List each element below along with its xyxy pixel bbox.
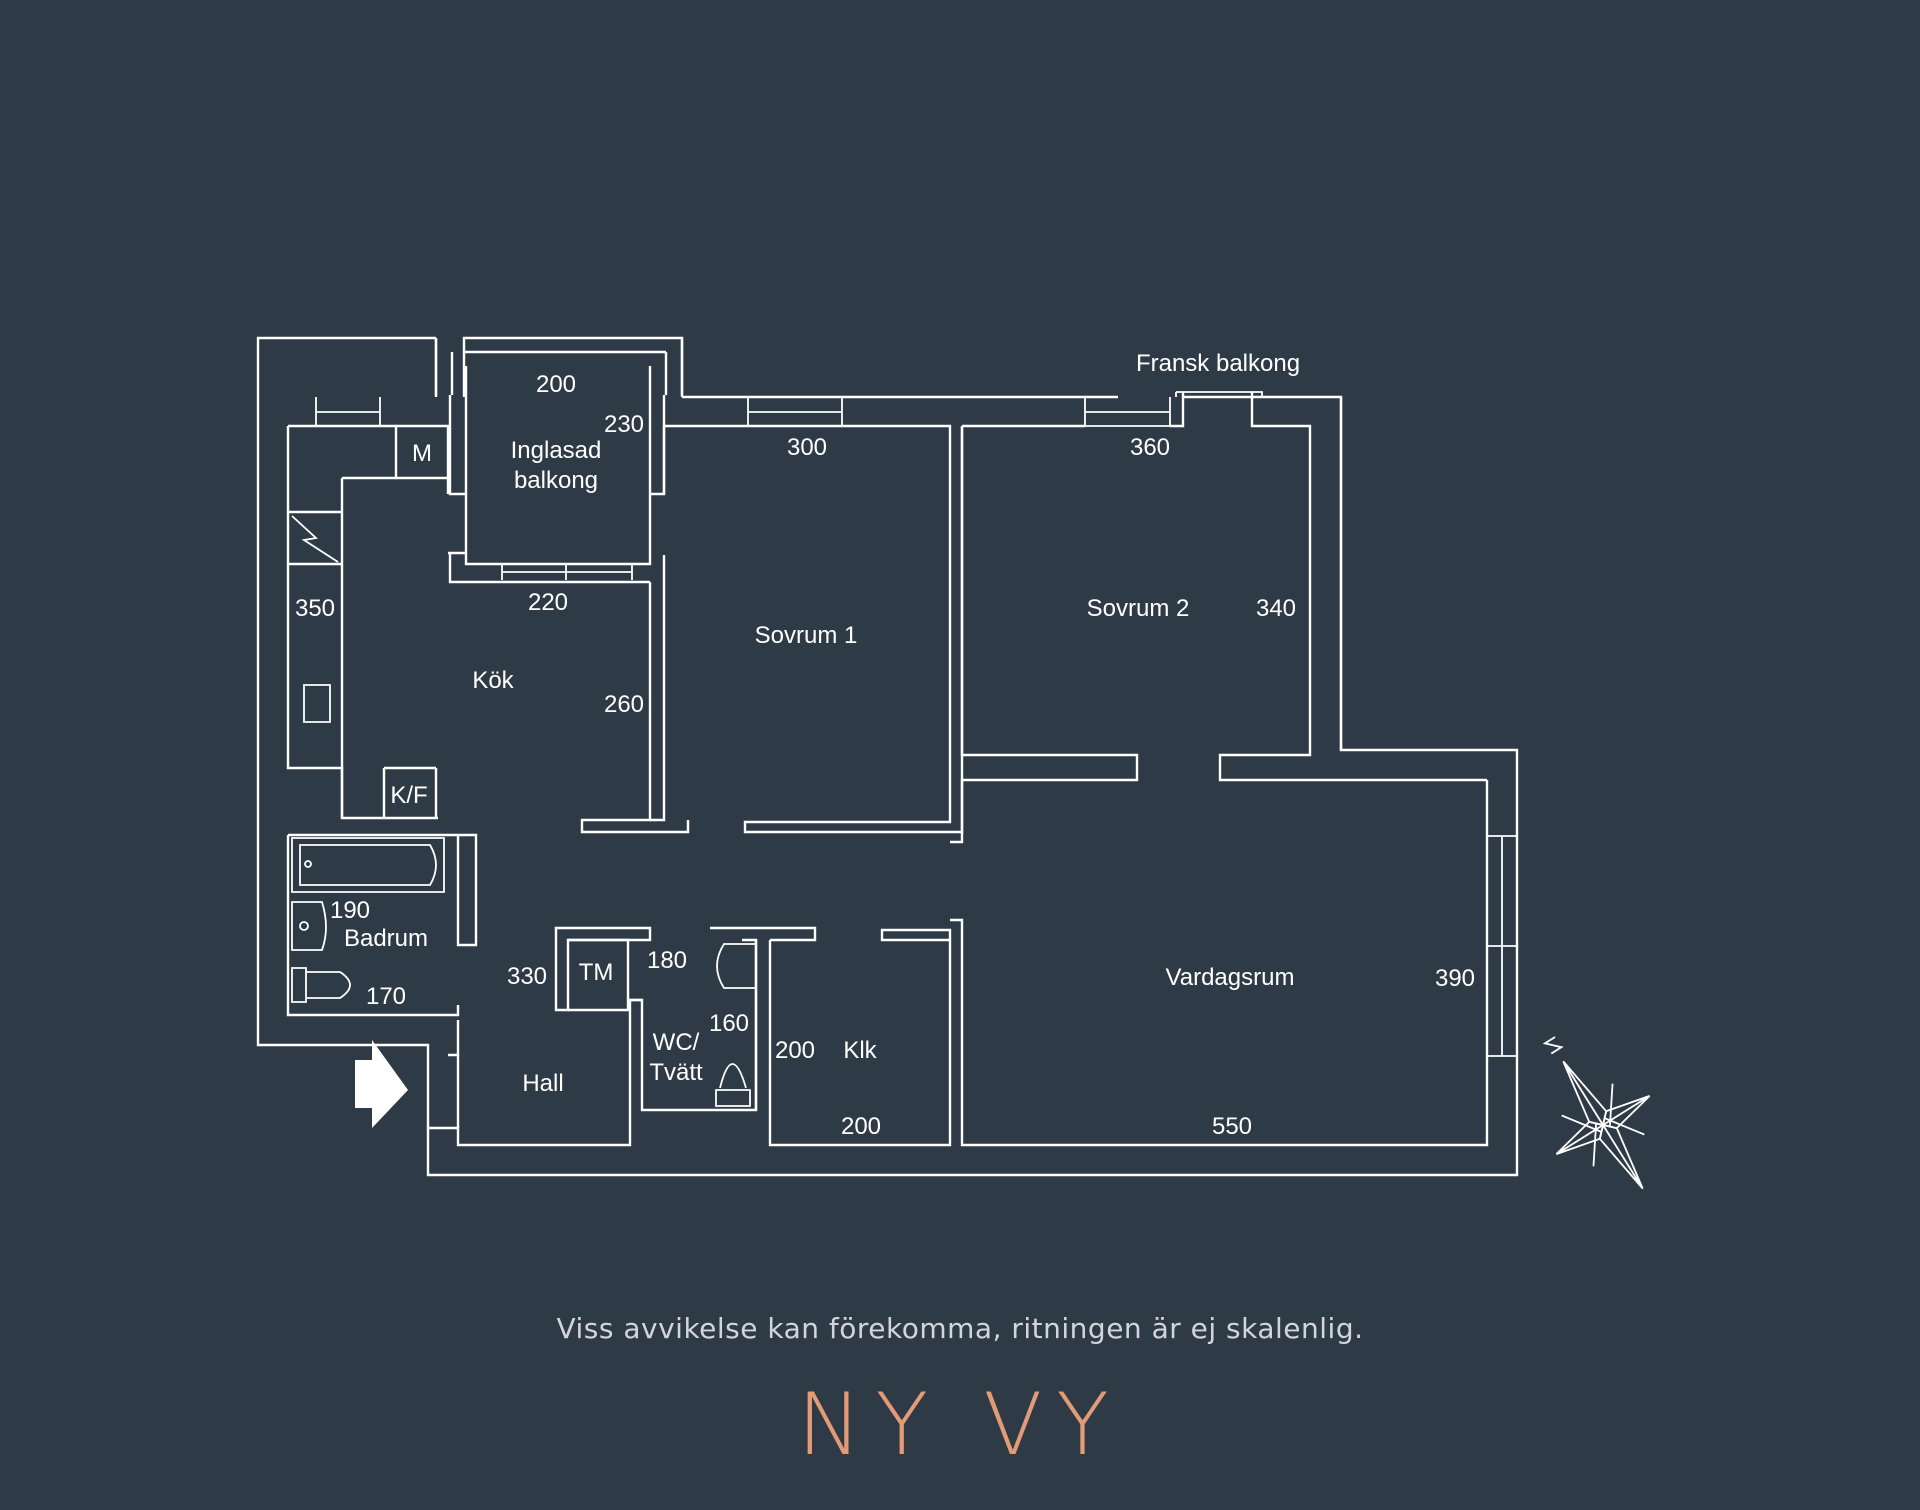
label-kok: Kök bbox=[472, 667, 514, 694]
label-m: M bbox=[412, 440, 432, 467]
closet-walls bbox=[768, 928, 952, 1147]
dim-vardag-d: 390 bbox=[1435, 965, 1475, 992]
label-vardagsrum: Vardagsrum bbox=[1166, 964, 1295, 991]
label-tvatt: Tvätt bbox=[649, 1059, 703, 1086]
dim-kok-d: 260 bbox=[604, 691, 644, 718]
label-tm: TM bbox=[579, 959, 614, 986]
label-inglasad-balkong: Inglasad bbox=[511, 437, 602, 464]
dim-kok-w: 220 bbox=[528, 589, 568, 616]
dim-kok-l: 350 bbox=[295, 595, 335, 622]
kitchen-walls bbox=[286, 424, 690, 834]
label-wc: WC/ bbox=[653, 1029, 700, 1056]
label-klk: Klk bbox=[843, 1037, 877, 1064]
label-sovrum2: Sovrum 2 bbox=[1087, 595, 1190, 622]
dim-badrum-w: 190 bbox=[330, 897, 370, 924]
label-kf: K/F bbox=[390, 782, 427, 809]
dim-balkong-d: 230 bbox=[604, 411, 644, 438]
brand-logo: NY VY bbox=[797, 1375, 1123, 1475]
windows bbox=[315, 391, 1517, 1057]
dim-klk-w: 200 bbox=[841, 1113, 881, 1140]
label-hall: Hall bbox=[522, 1070, 563, 1097]
disclaimer-text: Viss avvikelse kan förekomma, ritningen … bbox=[556, 1312, 1364, 1345]
label-fransk-balkong: Fransk balkong bbox=[1136, 350, 1300, 377]
compass-rose-icon bbox=[1542, 1036, 1651, 1190]
dim-wc-d: 160 bbox=[709, 1010, 749, 1037]
label-balkong-line2: balkong bbox=[514, 467, 598, 494]
dim-vardag-w: 550 bbox=[1212, 1113, 1252, 1140]
dim-balkong-w: 200 bbox=[536, 371, 576, 398]
entrance-arrow-icon bbox=[355, 1040, 408, 1128]
living-room-walls bbox=[950, 780, 1489, 1147]
label-badrum: Badrum bbox=[344, 925, 428, 952]
dim-klk-d: 200 bbox=[775, 1037, 815, 1064]
dim-sovrum1-w: 300 bbox=[787, 434, 827, 461]
bathroom-walls bbox=[286, 833, 478, 1057]
label-sovrum1: Sovrum 1 bbox=[755, 622, 858, 649]
dim-hall-l: 330 bbox=[507, 963, 547, 990]
bedroom2-walls bbox=[950, 392, 1487, 844]
dim-badrum-d: 170 bbox=[366, 983, 406, 1010]
dim-sovrum2-d: 340 bbox=[1256, 595, 1296, 622]
dim-sovrum2-w: 360 bbox=[1130, 434, 1170, 461]
dim-wc-w: 180 bbox=[647, 947, 687, 974]
hall-walls bbox=[428, 926, 817, 1147]
label-line: Inglasad bbox=[511, 437, 602, 464]
